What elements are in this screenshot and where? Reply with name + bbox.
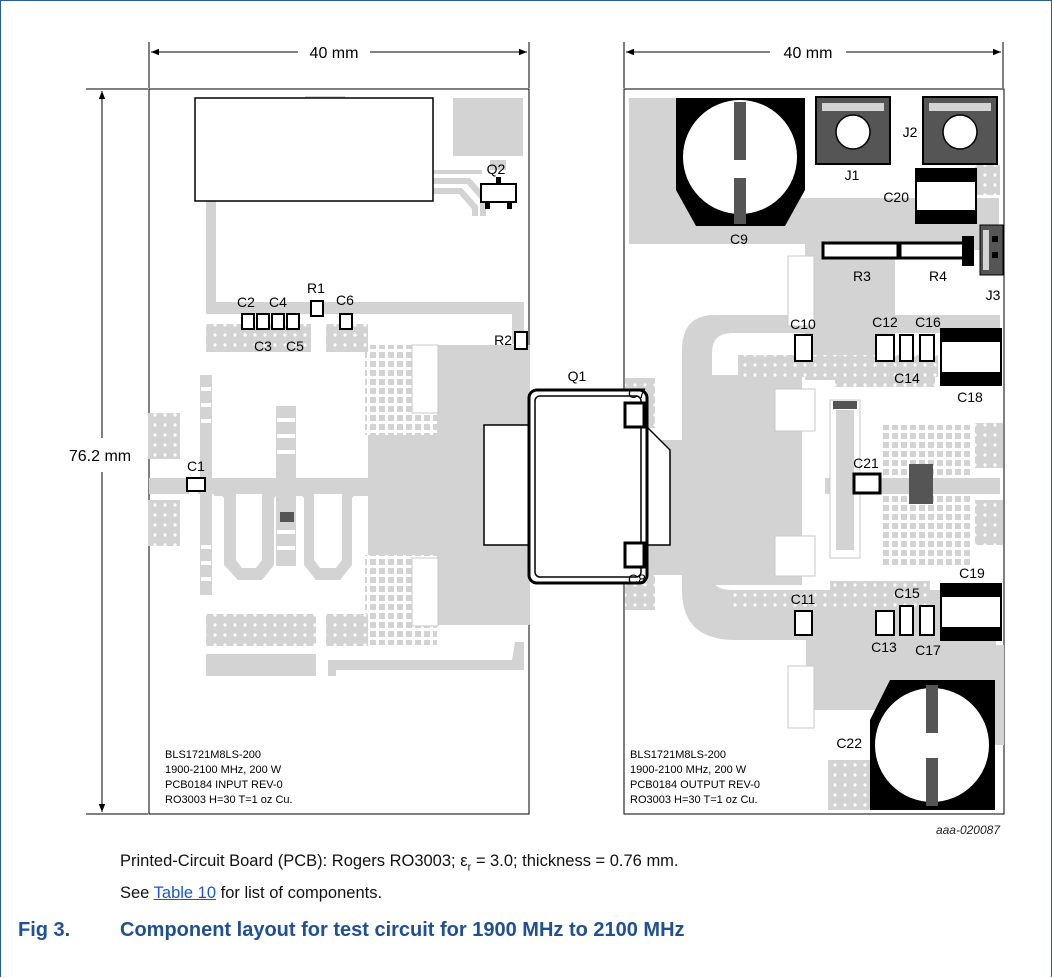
c5-capacitor: [286, 313, 300, 330]
c9-label: C9: [730, 231, 748, 247]
r4-label: R4: [929, 268, 947, 284]
j3-header: [979, 224, 1004, 276]
c12-label: C12: [872, 314, 898, 330]
caption-see-text: See: [120, 884, 154, 902]
c20-capacitor: [915, 168, 977, 224]
c12-capacitor: [875, 334, 895, 362]
q2-label: Q2: [487, 161, 506, 177]
figure-title: Fig 3. Component layout for test circuit …: [18, 919, 685, 942]
caption-components-note: See Table 10 for list of components.: [120, 884, 382, 903]
r1-label: R1: [307, 280, 325, 296]
c14-capacitor: [899, 334, 914, 362]
output-board-info-line: BLS1721M8LS-200: [630, 749, 726, 761]
c22-electrolytic-capacitor: [870, 680, 995, 810]
c19-capacitor: [940, 583, 1002, 641]
c7-label: C7: [628, 385, 646, 401]
c6-capacitor: [339, 313, 353, 330]
c21-label: C21: [853, 455, 879, 471]
r2-label: R2: [494, 332, 512, 348]
c3-label: C3: [254, 338, 272, 354]
q1-transistor: [483, 388, 671, 585]
c13-capacitor: [875, 610, 895, 636]
c18-label: C18: [957, 389, 983, 405]
input-board-info: BLS1721M8LS-200 1900-2100 MHz, 200 W PCB…: [165, 749, 293, 806]
caption-pcb-text: Printed-Circuit Board (PCB): Rogers RO30…: [120, 852, 468, 870]
j1-connector: [815, 96, 891, 165]
width-dimension-label-output: 40 mm: [784, 45, 833, 62]
c10-label: C10: [790, 316, 816, 332]
input-stub-pad: [280, 512, 294, 522]
output-board-info-line: 1900-2100 MHz, 200 W: [630, 764, 747, 776]
c8-capacitor: [623, 541, 646, 569]
c2-label: C2: [237, 294, 255, 310]
c11-label: C11: [791, 591, 816, 607]
table-10-link[interactable]: Table 10: [153, 884, 217, 902]
output-board-info-line: PCB0184 OUTPUT REV-0: [630, 779, 760, 791]
c18-capacitor: [940, 328, 1002, 386]
caption-pcb-tail: = 3.0; thickness = 0.76 mm.: [471, 852, 679, 870]
r3-resistor: [821, 241, 900, 260]
c8-label: C8: [628, 571, 646, 587]
c2-capacitor: [241, 313, 255, 330]
input-board-copper: [148, 96, 530, 676]
output-match-pad: [909, 464, 933, 504]
pcb-layout-diagram: 40 mm 40 mm 76.2 mm: [69, 42, 1005, 837]
r1-resistor: [310, 300, 324, 317]
figure-number: Fig 3.: [18, 919, 71, 941]
q1-label: Q1: [568, 368, 587, 384]
c10-capacitor: [794, 334, 813, 362]
r2-resistor: [514, 331, 528, 350]
c15-capacitor: [899, 605, 914, 636]
figure-code: aaa-020087: [936, 823, 1001, 837]
caption-pcb-spec: Printed-Circuit Board (PCB): Rogers RO30…: [120, 852, 679, 873]
j3-label: J3: [986, 287, 1001, 303]
width-dimension-label-input: 40 mm: [310, 45, 359, 62]
c1-capacitor: [186, 477, 206, 492]
c17-capacitor: [919, 605, 935, 636]
c15-label: C15: [894, 585, 920, 601]
c4-label: C4: [269, 294, 287, 310]
c3-capacitor: [256, 313, 270, 330]
q2-transistor: [480, 177, 517, 209]
r3-label: R3: [853, 268, 871, 284]
c5-label: C5: [286, 338, 304, 354]
c1-label: C1: [187, 458, 205, 474]
c7-capacitor: [623, 401, 646, 429]
output-stub-pad: [833, 401, 857, 409]
j2-label: J2: [903, 124, 918, 140]
input-board-info-line: 1900-2100 MHz, 200 W: [165, 764, 282, 776]
figure-title-text: Component layout for test circuit for 19…: [120, 919, 685, 941]
c6-label: C6: [336, 292, 354, 308]
height-dimension-label: 76.2 mm: [69, 448, 131, 465]
c11-capacitor: [794, 610, 813, 636]
c20-label: C20: [883, 189, 909, 205]
c13-label: C13: [871, 639, 897, 655]
input-board: Q2 C2 C4 R1 C6 C3 C5 R2 C1 BLS1721M8LS-2…: [148, 88, 530, 815]
input-board-info-line: RO3003 H=30 T=1 oz Cu.: [165, 794, 293, 806]
dimension-lines: [86, 42, 1004, 815]
c19-label: C19: [959, 565, 985, 581]
caption-components-tail: for list of components.: [216, 884, 383, 902]
epsilon-subscript: r: [467, 861, 472, 874]
c14-label: C14: [894, 370, 920, 386]
j2-connector: [922, 96, 998, 165]
output-board-info: BLS1721M8LS-200 1900-2100 MHz, 200 W PCB…: [630, 749, 760, 806]
c21-capacitor: [852, 472, 882, 495]
c9-electrolytic-capacitor: [676, 98, 805, 226]
input-bias-module: [194, 97, 434, 202]
c22-label: C22: [836, 735, 862, 751]
c4-capacitor: [271, 313, 285, 330]
c16-capacitor: [919, 334, 935, 362]
c16-label: C16: [915, 314, 941, 330]
input-board-info-line: PCB0184 INPUT REV-0: [165, 779, 283, 791]
c17-label: C17: [915, 642, 941, 658]
input-board-info-line: BLS1721M8LS-200: [165, 749, 261, 761]
output-board-info-line: RO3003 H=30 T=1 oz Cu.: [630, 794, 758, 806]
r4-resistor: [898, 241, 974, 260]
j1-label: J1: [845, 167, 860, 183]
output-board: C9 J1 J2 C20 R3 R4: [623, 88, 1005, 815]
